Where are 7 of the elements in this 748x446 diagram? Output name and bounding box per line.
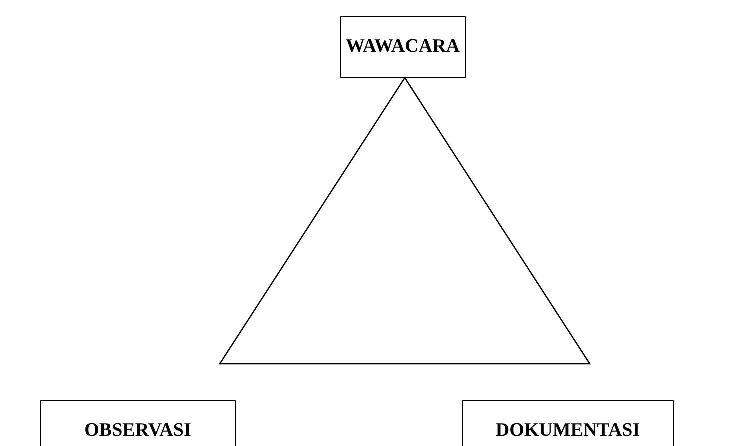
triangle-shape	[220, 78, 590, 364]
text-box	[340, 16, 466, 78]
text-box	[40, 400, 236, 446]
box-label: OBSERVASI	[84, 420, 192, 442]
box-label: WAWACARA	[346, 36, 460, 58]
box-label: DOKUMENTASI	[496, 420, 640, 442]
text-box	[462, 400, 674, 446]
